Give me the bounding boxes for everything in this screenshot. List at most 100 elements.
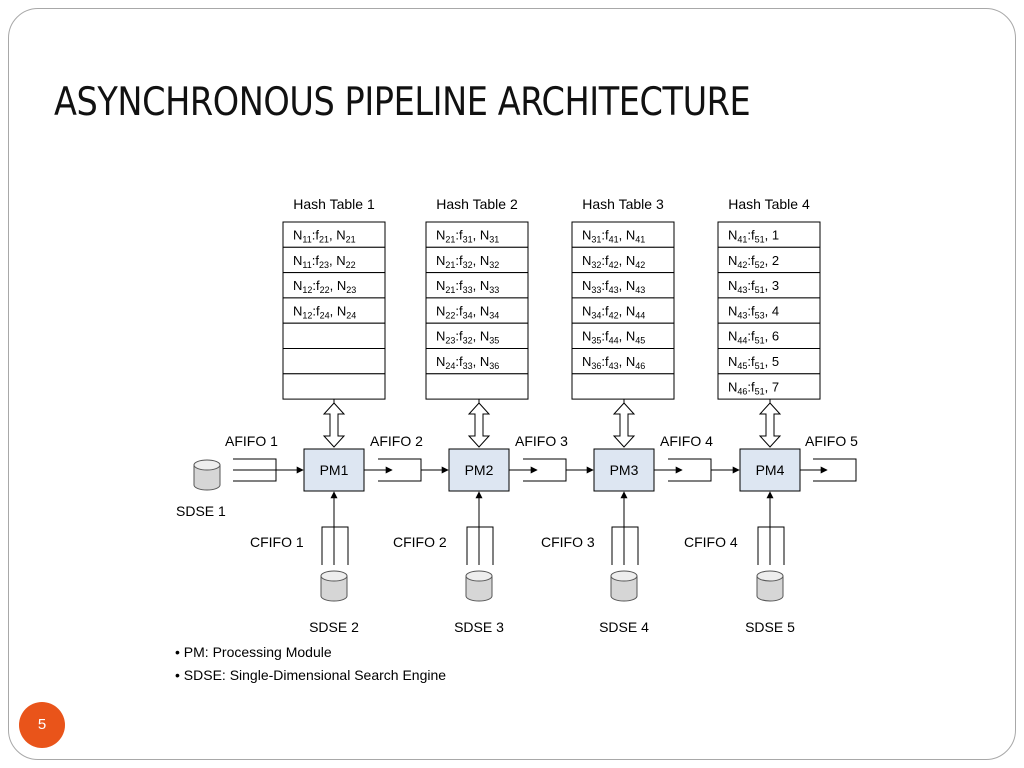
sdse-label: SDSE 1 — [176, 503, 226, 519]
hash-entry: N23:f32, N35 — [436, 329, 499, 346]
hash-entry: N33:f43, N43 — [582, 278, 645, 295]
bidirectional-arrow — [467, 402, 491, 448]
processing-module-box — [593, 448, 655, 492]
hash-table-cell — [282, 297, 386, 324]
hash-table-cell — [717, 373, 821, 400]
database-body — [193, 465, 221, 491]
database-top — [320, 570, 348, 582]
hash-entry: N32:f42, N42 — [582, 253, 645, 270]
database-icon — [193, 459, 221, 491]
hash-entry: N35:f44, N45 — [582, 329, 645, 346]
hash-table-title: Hash Table 2 — [436, 196, 518, 212]
hash-entry: N11:f21, N21 — [293, 228, 356, 245]
legend-item: • SDSE: Single-Dimensional Search Engine — [175, 667, 446, 683]
database-icon — [756, 570, 784, 602]
hash-entry: N41:f51, 1 — [728, 228, 779, 245]
hash-entry: N21:f33, N33 — [436, 278, 499, 295]
hash-table-cell — [425, 246, 529, 274]
database-icon — [320, 570, 348, 602]
hash-table-cell — [282, 246, 386, 274]
hash-entry: N24:f33, N36 — [436, 354, 499, 371]
afifo-queue — [813, 458, 857, 482]
hash-table-cell — [571, 246, 675, 274]
bidirectional-arrow — [758, 402, 782, 448]
hash-table-cell — [571, 373, 675, 400]
hash-table-cell — [717, 348, 821, 375]
database-body — [320, 576, 348, 602]
processing-module-box — [448, 448, 510, 492]
hash-table-cell — [425, 373, 529, 400]
cfifo-queue — [611, 526, 639, 565]
hash-entry: N36:f43, N46 — [582, 354, 645, 371]
processing-module-label: PM2 — [465, 462, 494, 478]
cfifo-queue — [466, 526, 494, 565]
database-icon — [610, 570, 638, 602]
database-top — [193, 459, 221, 471]
hash-entry: N34:f42, N44 — [582, 303, 645, 320]
processing-module-label: PM1 — [320, 462, 349, 478]
afifo-label: AFIFO 1 — [225, 433, 278, 449]
hash-entry: N31:f41, N41 — [582, 228, 645, 245]
hash-entry: N45:f51, 5 — [728, 354, 779, 371]
database-body — [756, 576, 784, 602]
processing-module-label: PM3 — [610, 462, 639, 478]
hash-table-cell — [282, 322, 386, 350]
hash-table-cell — [571, 272, 675, 299]
hash-entry: N46:f51, 7 — [728, 379, 779, 396]
hash-table-cell — [282, 348, 386, 375]
hash-table-title: Hash Table 1 — [293, 196, 375, 212]
cfifo-queue — [321, 526, 349, 565]
hash-entry: N21:f32, N32 — [436, 253, 499, 270]
slide-title: ASYNCHRONOUS PIPELINE ARCHITECTURE — [54, 80, 751, 125]
hash-table-cell — [571, 221, 675, 248]
sdse-label: SDSE 4 — [599, 619, 649, 635]
hash-table-cell — [571, 322, 675, 350]
hash-table-cell — [425, 322, 529, 350]
bidirectional-arrow — [612, 402, 636, 448]
cfifo-label: CFIFO 1 — [250, 534, 304, 550]
hash-table-cell — [425, 221, 529, 248]
hash-table-cell — [717, 246, 821, 274]
database-body — [610, 576, 638, 602]
hash-table-cell — [717, 297, 821, 324]
hash-table-cell — [425, 297, 529, 324]
processing-module-box — [303, 448, 365, 492]
hash-entry: N21:f31, N31 — [436, 228, 499, 245]
hash-table-cell — [425, 348, 529, 375]
hash-table-cell — [425, 272, 529, 299]
hash-entry: N43:f53, 4 — [728, 303, 779, 320]
hash-table-cell — [571, 297, 675, 324]
page-number-badge: 5 — [19, 702, 65, 748]
sdse-label: SDSE 2 — [309, 619, 359, 635]
processing-module-label: PM4 — [756, 462, 785, 478]
hash-table-title: Hash Table 4 — [728, 196, 810, 212]
hash-entry: N42:f52, 2 — [728, 253, 779, 270]
afifo-label: AFIFO 3 — [515, 433, 568, 449]
sdse-label: SDSE 3 — [454, 619, 504, 635]
hash-table-title: Hash Table 3 — [582, 196, 664, 212]
cfifo-label: CFIFO 4 — [684, 534, 738, 550]
hash-table-cell — [282, 221, 386, 248]
hash-entry: N44:f51, 6 — [728, 329, 779, 346]
hash-entry: N12:f24, N24 — [293, 303, 356, 320]
hash-table-cell — [282, 373, 386, 400]
legend-item: • PM: Processing Module — [175, 644, 332, 660]
database-top — [610, 570, 638, 582]
cfifo-label: CFIFO 3 — [541, 534, 595, 550]
hash-table-cell — [717, 221, 821, 248]
afifo-label: AFIFO 2 — [370, 433, 423, 449]
database-top — [465, 570, 493, 582]
database-top — [756, 570, 784, 582]
bidirectional-arrow — [322, 402, 346, 448]
database-icon — [465, 570, 493, 602]
sdse-label: SDSE 5 — [745, 619, 795, 635]
hash-entry: N12:f22, N23 — [293, 278, 356, 295]
cfifo-queue — [757, 526, 785, 565]
processing-module-box — [739, 448, 801, 492]
hash-table-cell — [282, 272, 386, 299]
hash-entry: N11:f23, N22 — [293, 253, 356, 270]
cfifo-label: CFIFO 2 — [393, 534, 447, 550]
afifo-label: AFIFO 5 — [805, 433, 858, 449]
database-body — [465, 576, 493, 602]
